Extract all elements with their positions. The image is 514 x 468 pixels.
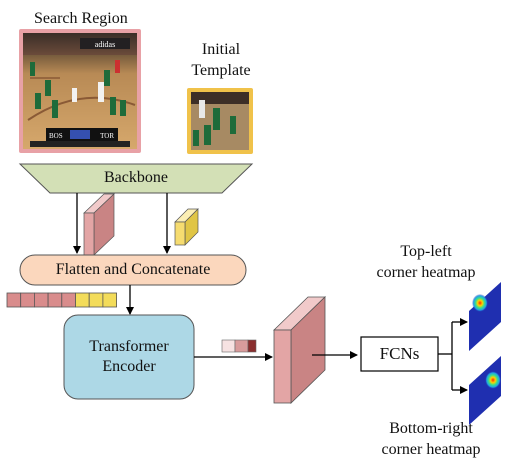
scoreboard-right-team: TOR [100, 132, 114, 140]
scoreboard-left-team: BOS [49, 132, 63, 140]
flatten-concatenate-label: Flatten and Concatenate [55, 261, 211, 278]
output-token-strip [221, 339, 257, 353]
top-left-label-line2: corner heatmap [376, 264, 476, 281]
top-left-label-line1: Top-left [400, 243, 452, 260]
search-token [20, 292, 35, 308]
encoder-label: Encoder [102, 358, 156, 375]
fcns-block [360, 336, 439, 372]
template-feature-map [174, 208, 199, 246]
bottom-right-heatmap [469, 356, 501, 425]
transformer-encoder-block [63, 314, 195, 400]
backbone-block [18, 163, 254, 194]
top-left-heatmap [469, 282, 501, 351]
bottom-right-label-line1: Bottom-right [389, 420, 473, 437]
svg-text:adidas: adidas [95, 40, 115, 49]
initial-template-image [187, 88, 253, 154]
transformer-label: Transformer [89, 338, 169, 355]
fcns-label: FCNs [379, 344, 420, 363]
template-token [88, 292, 104, 308]
initial-label: Initial [201, 41, 241, 58]
search-token [34, 292, 49, 308]
template-token [75, 292, 90, 308]
bottom-right-label-line2: corner heatmap [381, 441, 481, 458]
output-feature-map [273, 296, 326, 404]
search-token [47, 292, 63, 308]
search-feature-map [83, 193, 115, 256]
search-token [61, 292, 76, 308]
players [30, 60, 126, 118]
token-sequence [6, 292, 118, 308]
template-label: Template [191, 62, 251, 79]
search-region-label: Search Region [34, 10, 128, 27]
search-region-image: adidas BOS TOR [19, 29, 141, 153]
banner [80, 38, 130, 49]
flatten-concatenate-block [19, 254, 247, 286]
backbone-label: Backbone [104, 169, 168, 186]
search-token [6, 292, 22, 308]
template-token [102, 292, 118, 308]
